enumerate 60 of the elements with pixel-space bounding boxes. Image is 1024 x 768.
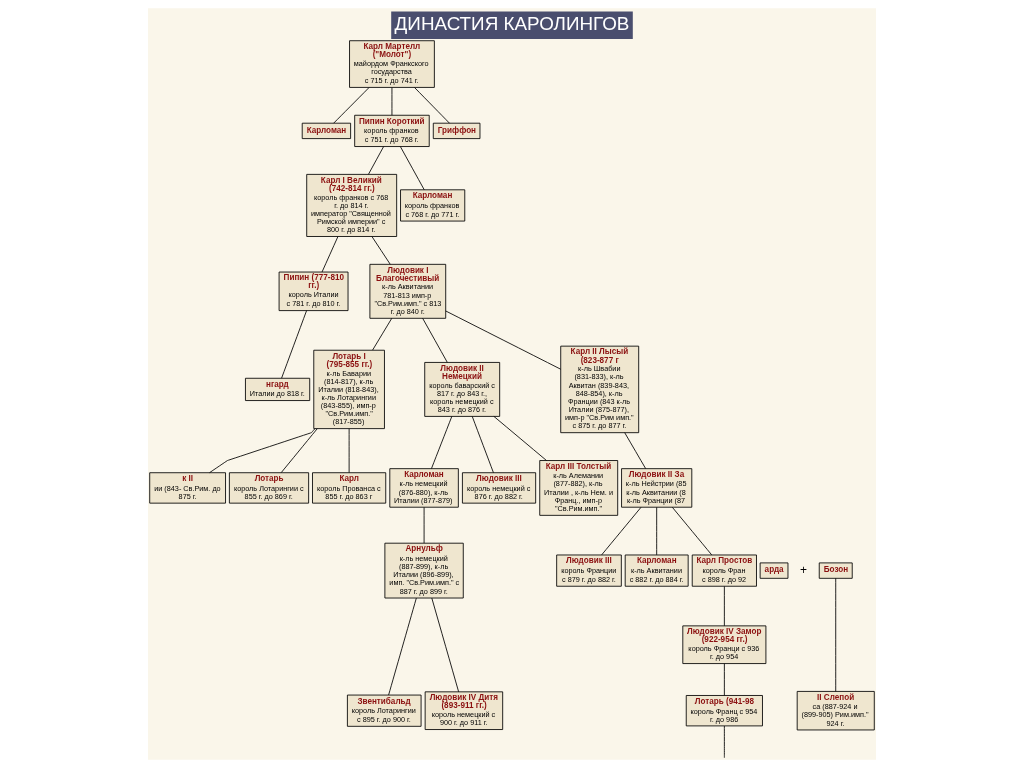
node-box: Людовик III король немецкий с 876 г. до 882 г.: [462, 472, 537, 504]
connector: [656, 506, 658, 556]
node-box: Карломан: [301, 122, 352, 140]
node-box: Людовик III король Франции с 879 г. до 882 г.: [556, 554, 622, 587]
node-box: Карл Мартелл ("Молот") майордом Франкского государства с 715 г. до 741 г.: [349, 40, 435, 88]
node-box: Лотарь (941-98 король Франц с 954 г. до 986: [685, 695, 763, 727]
node-box: к II ии (843- Св.Рим. до 875 г.: [149, 472, 226, 504]
node-box: арда: [759, 562, 789, 579]
node-box: Карл III Толстый к-ль Алемании (877-882), к-ль Италии , к-ль Нем. и Франц., имп-р "Св.Рим.имп.": [539, 460, 619, 516]
connector: [414, 87, 450, 124]
node-box: Лотарь I (795-855 гг.) к-ль Баварии (814-817), к-ль Италии (818-843), к-ль Лотарингии (843-855), имп-р "Св.Рим.имп." (817-855): [313, 349, 385, 430]
node-box: Карл король Прованса с 855 г. до 863 г: [312, 472, 387, 504]
node-box: Пипин (777-810 гг.) король Италии с 781 г. до 810 г.: [278, 271, 349, 312]
node-box: нгард Италии до 818 г.: [245, 377, 311, 401]
connector: [671, 506, 713, 556]
connector: [471, 415, 494, 474]
node-box: II Слепой са (887-924 и (899-905) Рим.имп." 924 г.: [796, 691, 875, 731]
node-box: Людовик IV Замор (922-954 гг.) король Франци с 936 г. до 954: [682, 625, 767, 664]
connector: [348, 428, 350, 474]
connector: [423, 506, 425, 544]
connector: [835, 577, 837, 692]
connector: [723, 585, 725, 627]
connector: [624, 432, 647, 469]
node-box: Людовик II За к-ль Нейстрии (85 к-ль Аквитании (8 к-ль Франции (87: [621, 468, 693, 508]
node-box: Арнульф к-ль немецкий (887-899), к-ль Италии (896-899), имп. "Св.Рим.имп." с 887 г. до 899 г.: [384, 542, 464, 599]
node-box: Карломан король франков с 768 г. до 771 г.: [400, 189, 466, 222]
node-box: Гриффон: [432, 122, 481, 140]
node-box: Лотарь король Лотарингии с 855 г. до 869 г.: [228, 472, 310, 504]
connector: [601, 506, 642, 556]
node-box: Карл II Лысый (823-877 г к-ль Швабии (831-833), к-ль Аквитан (839-843, 848-854), к-ль Франции (843 к-ль Италии (875-877), имп-р "Св.Рим имп." с 875 г. до 877 г.: [560, 345, 640, 434]
node-box: Карл Простов король Фран с 898 г. до 92: [691, 554, 757, 587]
connector: [431, 415, 453, 469]
connector: [281, 310, 307, 379]
connector: [723, 663, 725, 696]
node-box: Карломан к-ль немецкий (876-880), к-ль Италии (877-879): [389, 468, 459, 508]
label: +: [800, 562, 808, 577]
connector: [280, 428, 318, 474]
connector: [321, 236, 339, 273]
connector: [399, 146, 425, 191]
node-box: Людовик II Немецкий король баварский с 817 г. до 843 г., король немецкий с 843 г. до 876 г.: [424, 362, 501, 417]
diagram-title: ДИНАСТИЯ КАРОЛИНГОВ: [394, 13, 630, 35]
connector: [388, 597, 417, 696]
node-box: Людовик IV Дитя (893-911 гг.) король немецкий с 900 г. до 911 г.: [424, 691, 504, 730]
connector: [371, 236, 391, 265]
node-box: Людовик I Благочестивый к-ль Аквитании 781-813 имп-р "Св.Рим.имп." с 813 г. до 840 г.: [369, 263, 447, 319]
connector: [333, 87, 370, 124]
node-box: Карл I Великий (742-814 гг.) король франков с 768 г. до 814 г. император "Священной Римской империи" с 800 г. до 814 г.: [306, 173, 398, 237]
connector: [422, 317, 448, 363]
node-box: Звентибальд король Лотарингии с 895 г. до 900 г.: [346, 694, 422, 727]
connector: [493, 415, 547, 461]
connector: [431, 597, 460, 693]
connector: [372, 317, 393, 351]
node-box: Бозон: [818, 562, 853, 579]
connector: [209, 428, 316, 474]
connector: [445, 310, 562, 370]
node-box: Пипин Короткий король франков с 751 г. до 768 г.: [354, 114, 430, 147]
connector: [723, 725, 725, 759]
node-box: Карломан к-ль Аквитании с 882 г. до 884 г.: [624, 554, 689, 587]
connector: [368, 146, 385, 175]
connector: [391, 87, 393, 116]
